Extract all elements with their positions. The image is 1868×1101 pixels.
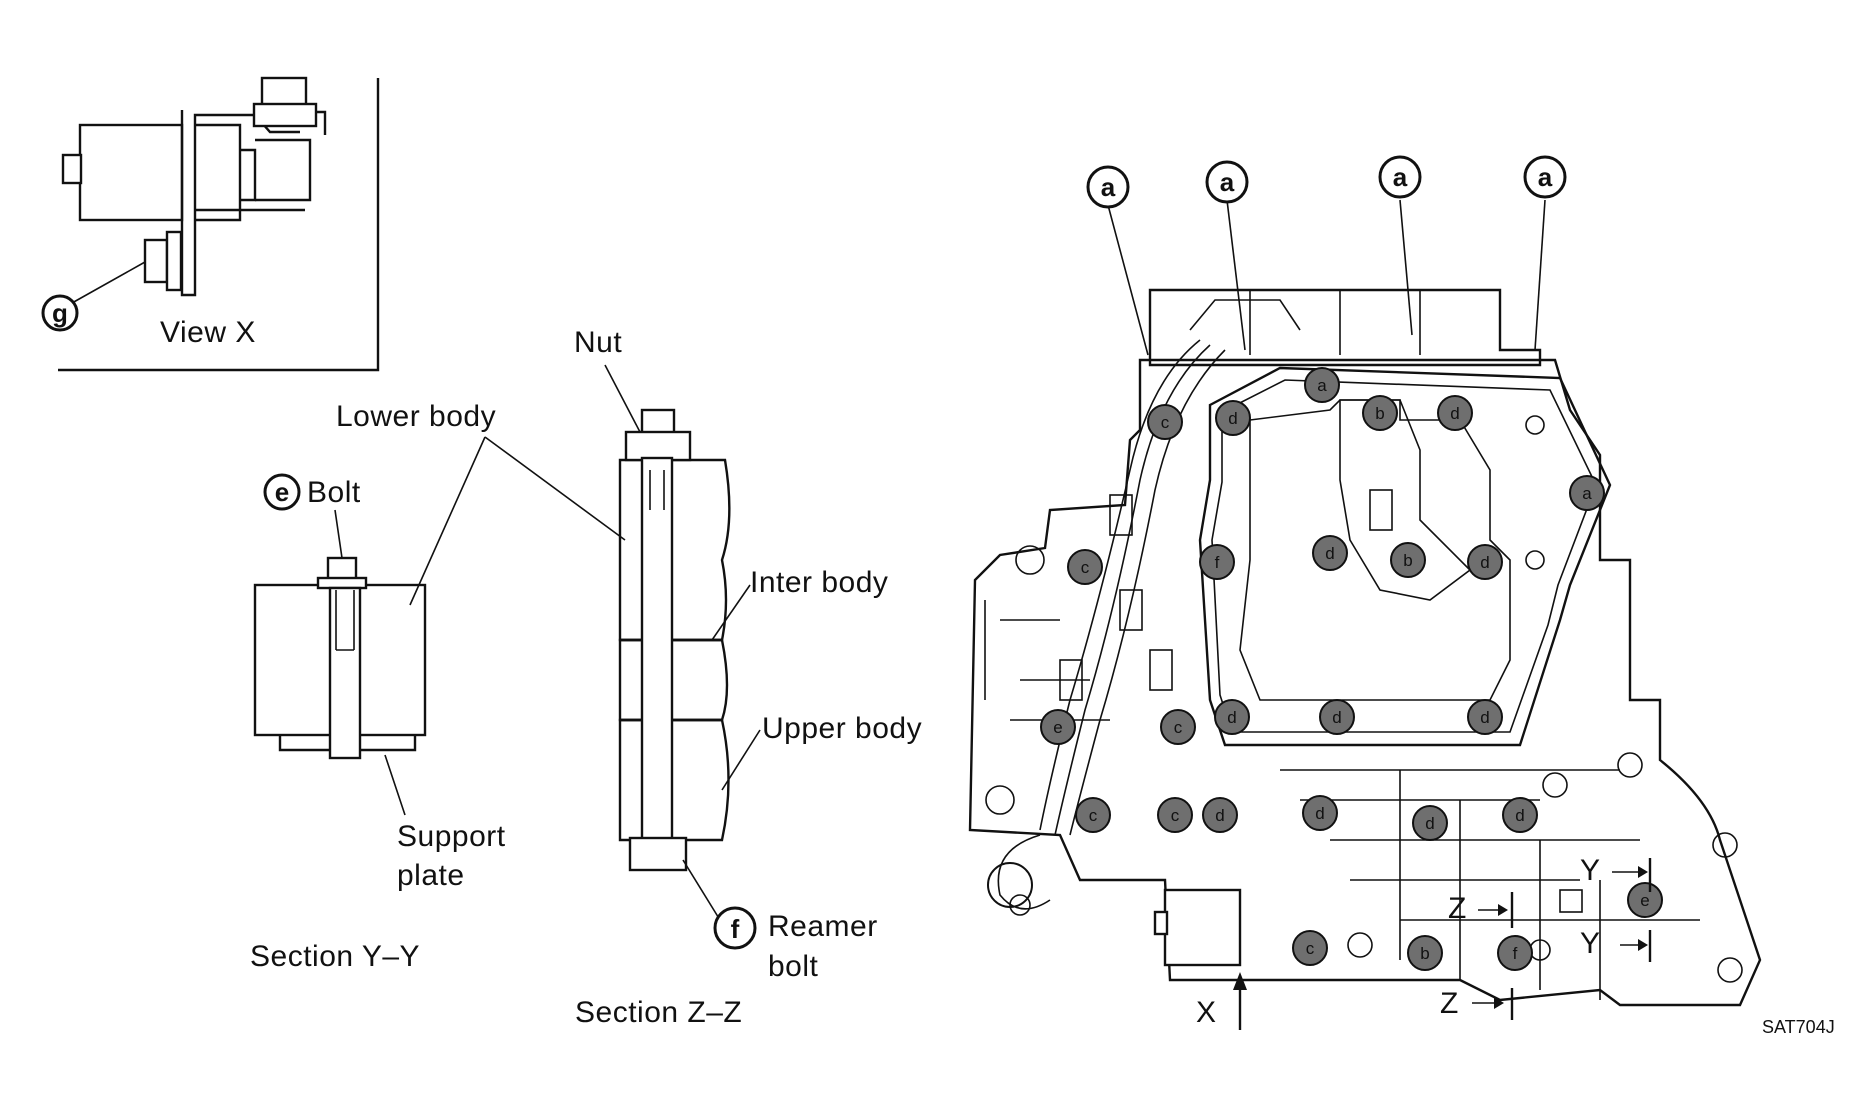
- bolt-letter: f: [1215, 553, 1220, 572]
- reamer-label-1: Reamer: [768, 910, 878, 943]
- top-callout-a: a: [1538, 162, 1553, 192]
- bolt-letter: b: [1403, 551, 1412, 570]
- inter-body-label: Inter body: [750, 566, 888, 599]
- y-label-upper: Y: [1580, 854, 1601, 887]
- nut-label: Nut: [574, 326, 622, 359]
- bolt-letter: b: [1375, 404, 1384, 423]
- top-callouts: [1086, 155, 1567, 209]
- callout-g: g: [52, 298, 68, 328]
- bolt-letter: c: [1089, 806, 1098, 825]
- bolt-letter: c: [1171, 806, 1180, 825]
- bolt-letter: c: [1161, 413, 1170, 432]
- bolt-label: Bolt: [307, 476, 361, 509]
- bolt-letter: d: [1227, 708, 1236, 727]
- valve-bolts: [1040, 367, 1663, 971]
- bolt-letter: a: [1582, 484, 1592, 503]
- reamer-label-2: bolt: [768, 950, 819, 983]
- bolt-letter: e: [1640, 891, 1649, 910]
- bolt-letter: a: [1317, 376, 1327, 395]
- valve-bolt-letters: a b d c d a c f d b d e c d d d c c d d …: [1053, 376, 1649, 963]
- figure-code: SAT704J: [1762, 1017, 1835, 1037]
- top-callout-a: a: [1101, 172, 1116, 202]
- top-callout-a: a: [1220, 167, 1235, 197]
- bolt-letter: d: [1480, 553, 1489, 572]
- bolt-letter: d: [1215, 806, 1224, 825]
- upper-body-label: Upper body: [762, 712, 922, 745]
- bolt-letter: e: [1053, 718, 1062, 737]
- view-x-inset: [41, 76, 380, 372]
- bolt-letter: d: [1315, 804, 1324, 823]
- bolt-letter: d: [1325, 544, 1334, 563]
- bolt-letter: d: [1450, 404, 1459, 423]
- lower-body-label: Lower body: [336, 400, 496, 433]
- control-valve-outline: [968, 199, 1762, 1007]
- support-plate-label-1: Support: [397, 820, 506, 853]
- section-zz-title: Section Z–Z: [575, 996, 742, 1029]
- bolt-letter: d: [1425, 814, 1434, 833]
- bolt-letter: c: [1306, 939, 1315, 958]
- bolt-letter: b: [1420, 944, 1429, 963]
- section-zz-drawing: [604, 364, 761, 950]
- section-markers: [1233, 858, 1652, 1030]
- z-label-upper: Z: [1448, 892, 1467, 925]
- bolt-letter: d: [1332, 708, 1341, 727]
- bolt-letter: f: [1513, 944, 1518, 963]
- y-label-lower: Y: [1580, 927, 1601, 960]
- bolt-letter: d: [1515, 806, 1524, 825]
- view-x-title: View X: [160, 316, 256, 349]
- x-arrow-label: X: [1196, 996, 1217, 1029]
- callout-f-section: f: [731, 914, 740, 944]
- bolt-letter: c: [1174, 718, 1183, 737]
- section-yy-drawing: [253, 436, 626, 816]
- bolt-letter: d: [1228, 409, 1237, 428]
- top-callout-a: a: [1393, 162, 1408, 192]
- bolt-letter: c: [1081, 558, 1090, 577]
- callout-e-section: e: [275, 477, 289, 507]
- bolt-letter: d: [1480, 708, 1489, 727]
- section-yy-title: Section Y–Y: [250, 940, 420, 973]
- support-plate-label-2: plate: [397, 859, 465, 892]
- z-label-lower: Z: [1440, 987, 1459, 1020]
